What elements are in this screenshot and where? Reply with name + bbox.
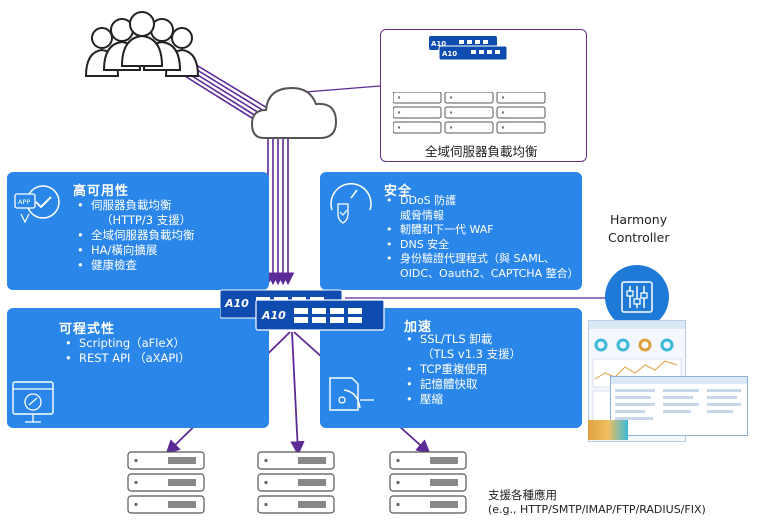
server-rack-left	[127, 451, 205, 514]
acceleration-item: TCP重複使用	[406, 362, 521, 377]
support-label-line1: 支援各種應用	[488, 488, 557, 502]
dashboard-color-strip	[588, 420, 628, 440]
acceleration-item: 壓縮	[406, 392, 521, 407]
security-item: 威脅情報	[400, 208, 444, 222]
app-icon-text: APP	[18, 198, 30, 206]
harmony-controller-icon	[605, 265, 669, 329]
cloud-to-gslb-line	[304, 85, 381, 93]
users-icon	[84, 11, 200, 77]
gslb-panel: A10 A10 全域伺服器負載均衡	[380, 29, 587, 162]
speed-document-icon	[329, 377, 374, 411]
acceleration-item: （TLS v1.3 支援）	[422, 347, 522, 361]
panel-security: 安全 DDoS 防護 威脅情報 軔體和下一代 WAF DNS 安全 身份驗證代理…	[320, 172, 582, 290]
security-item: DDoS 防護	[386, 194, 579, 209]
adc-a10-logo: A10	[224, 297, 249, 310]
security-list: DDoS 防護 威脅情報 軔體和下一代 WAF DNS 安全 身份驗證代理程式（…	[386, 194, 579, 281]
gslb-a10-logo: A10	[431, 40, 446, 48]
app-check-icon: APP	[14, 185, 60, 224]
programmability-item: Scripting（aFleX）	[65, 336, 190, 351]
svg-text:A10: A10	[442, 50, 457, 58]
ha-item: 全域伺服器負載均衡	[77, 228, 195, 243]
server-rack-right	[389, 451, 467, 514]
server-rack-middle	[257, 451, 335, 514]
shield-gauge-icon	[330, 183, 372, 224]
panel-programmability: 可程式性 Scripting（aFleX） REST API （aXAPI）	[7, 308, 269, 428]
harmony-label-line1: Harmony	[610, 212, 668, 227]
security-item: DNS 安全	[386, 238, 579, 253]
security-item: 軔體和下一代 WAF	[386, 223, 579, 238]
internet-cloud-icon	[250, 86, 338, 139]
security-item: 身份驗證代理程式（與 SAML、	[386, 252, 579, 267]
ha-item: 健康檢查	[77, 258, 195, 273]
ha-item: 伺服器負載均衡	[77, 198, 195, 213]
support-label-line2: (e.g., HTTP/SMTP/IMAP/FTP/RADIUS/FIX)	[488, 503, 706, 516]
gslb-adc-stack-icon: A10 A10	[429, 36, 508, 61]
programmability-list: Scripting（aFleX） REST API （aXAPI）	[65, 336, 190, 366]
ha-list: 伺服器負載均衡 （HTTP/3 支援） 全域伺服器負載均衡 HA/橫向擴展 健康…	[77, 198, 195, 273]
programmability-title: 可程式性	[59, 322, 116, 337]
ha-item: （HTTP/3 支援）	[101, 213, 192, 227]
programmability-item: REST API （aXAPI）	[65, 351, 190, 366]
security-item: OIDC、Oauth2、CAPTCHA 整合）	[400, 266, 579, 280]
dashboard-2-graphic	[611, 377, 747, 420]
browser-code-icon	[12, 381, 54, 423]
harmony-dashboard-screenshot-2	[610, 376, 748, 436]
harmony-label-line2: Controller	[608, 230, 670, 245]
svg-text:A10: A10	[261, 309, 286, 322]
ha-title: 高可用性	[73, 184, 130, 199]
gslb-label: 全域伺服器負載均衡	[425, 144, 538, 159]
gslb-server-racks-icon	[393, 92, 546, 134]
adc-devices: A10 A10	[220, 289, 385, 331]
acceleration-item: 記憶體快取	[406, 377, 521, 392]
acceleration-list: SSL/TLS 卸載 （TLS v1.3 支援） TCP重複使用 記憶體快取 壓…	[406, 332, 521, 407]
panel-high-availability: APP 高可用性 伺服器負載均衡 （HTTP/3 支援） 全域伺服器負載均衡 H…	[7, 172, 269, 290]
ha-item: HA/橫向擴展	[77, 243, 195, 258]
acceleration-item: SSL/TLS 卸載	[406, 332, 521, 347]
